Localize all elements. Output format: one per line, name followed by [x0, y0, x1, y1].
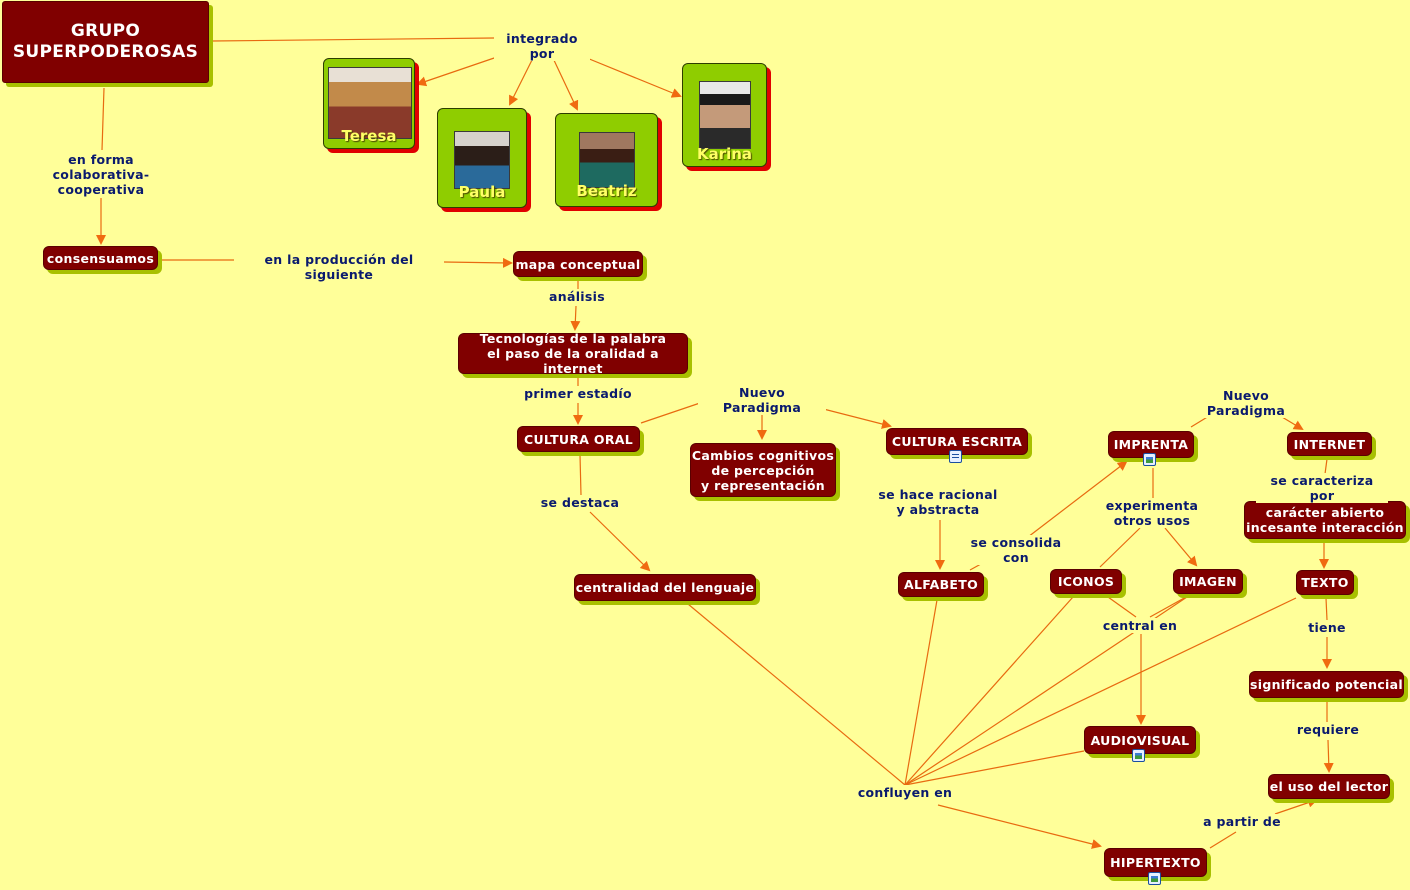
- node-uso-lector[interactable]: el uso del lector: [1268, 774, 1390, 799]
- link-label-central-en: central en: [1100, 618, 1180, 633]
- node-centralidad[interactable]: centralidad del lenguaje: [574, 574, 756, 601]
- link-label-en-forma: en forma colaborativa- cooperativa: [48, 152, 154, 197]
- node-imprenta[interactable]: IMPRENTA: [1108, 431, 1194, 466]
- member-karina[interactable]: Karina: [682, 63, 767, 167]
- link-label-requiere: requiere: [1294, 722, 1362, 737]
- member-name: Teresa: [341, 127, 397, 145]
- photo-karina: [699, 81, 751, 149]
- node-texto[interactable]: TEXTO: [1296, 570, 1354, 595]
- node-significado[interactable]: significado potencial: [1249, 671, 1404, 698]
- image-icon[interactable]: [1132, 749, 1145, 762]
- node-imagen[interactable]: IMAGEN: [1173, 569, 1243, 594]
- image-icon[interactable]: [1147, 872, 1161, 885]
- node-internet[interactable]: INTERNET: [1287, 432, 1372, 456]
- node-hipertexto[interactable]: HIPERTEXTO: [1104, 848, 1207, 885]
- link-label-en-la-produccion: en la producción del siguiente: [234, 252, 444, 282]
- link-label-integrado-por: integrado por: [494, 31, 590, 61]
- node-cultura-oral[interactable]: CULTURA ORAL: [517, 426, 640, 452]
- node-alfabeto[interactable]: ALFABETO: [898, 572, 984, 597]
- node-caracter-abierto[interactable]: carácter abierto incesante interacción: [1244, 501, 1406, 539]
- member-name: Karina: [696, 145, 753, 163]
- link-label-se-consolida-con: se consolida con: [956, 535, 1076, 565]
- member-teresa[interactable]: Teresa: [323, 58, 415, 149]
- node-consensuamos[interactable]: consensuamos: [43, 246, 158, 270]
- photo-paula: [454, 131, 510, 189]
- link-label-a-partir-de: a partir de: [1202, 814, 1282, 829]
- node-cultura-escrita[interactable]: CULTURA ESCRITA: [886, 428, 1028, 463]
- link-label-primer-estadio: primer estadío: [523, 386, 633, 401]
- member-name: Beatriz: [576, 182, 637, 200]
- member-beatriz[interactable]: Beatriz: [555, 113, 658, 207]
- link-label-tiene: tiene: [1305, 620, 1349, 635]
- member-name: Paula: [458, 183, 506, 201]
- link-label-analisis: análisis: [543, 289, 611, 304]
- image-icon[interactable]: [1143, 453, 1156, 466]
- photo-teresa: [328, 67, 412, 139]
- member-paula[interactable]: Paula: [437, 108, 527, 208]
- node-iconos[interactable]: ICONOS: [1050, 569, 1122, 594]
- node-grupo[interactable]: GRUPO SUPERPODEROSAS: [2, 1, 209, 83]
- link-label-confluyen-en: confluyen en: [857, 785, 953, 800]
- link-label-se-hace-racional: se hace racional y abstracta: [878, 487, 998, 517]
- node-audiovisual[interactable]: AUDIOVISUAL: [1084, 726, 1196, 762]
- link-label-se-destaca: se destaca: [538, 495, 622, 510]
- link-label-se-caracteriza-por: se caracteriza por: [1256, 473, 1388, 503]
- photo-beatriz: [579, 132, 635, 188]
- link-label-nuevo-paradigma-1: Nuevo Paradigma: [698, 385, 826, 415]
- link-label-experimenta: experimenta otros usos: [1104, 498, 1200, 528]
- node-mapa-conceptual[interactable]: mapa conceptual: [513, 251, 643, 277]
- link-label-nuevo-paradigma-2: Nuevo Paradigma: [1182, 388, 1310, 418]
- document-icon[interactable]: [949, 450, 962, 463]
- node-cambios[interactable]: Cambios cognitivos de percepción y repre…: [690, 443, 836, 497]
- node-tecnologias[interactable]: Tecnologías de la palabra el paso de la …: [458, 331, 688, 376]
